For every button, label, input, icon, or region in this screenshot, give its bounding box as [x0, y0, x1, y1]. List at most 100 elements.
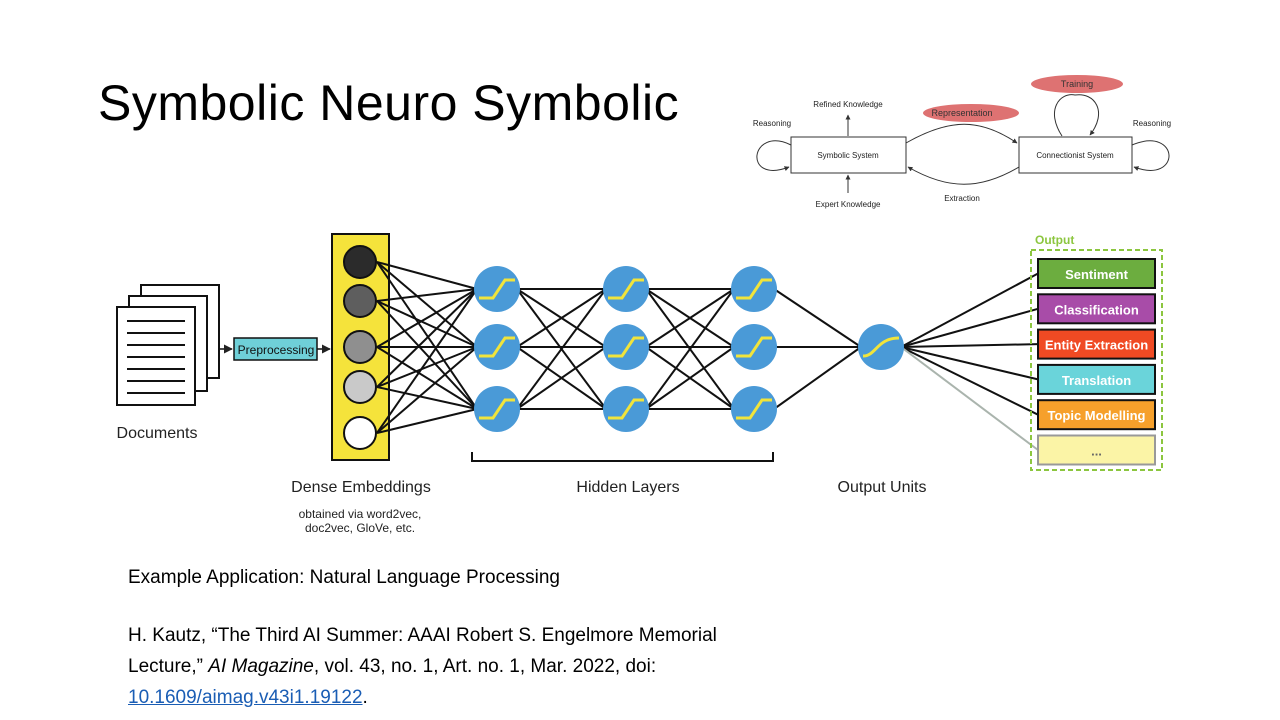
edge — [376, 346, 478, 388]
reasoning-right-loop — [1131, 140, 1170, 171]
citation-end: . — [362, 687, 368, 708]
output-edge — [900, 346, 1039, 451]
dense-embeddings-label: Dense Embeddings — [291, 479, 431, 496]
edge — [376, 300, 478, 410]
reasoning-right-label: Reasoning — [1133, 119, 1171, 128]
relu-curve — [608, 398, 644, 420]
edge — [516, 288, 607, 410]
symbolic-system-box — [790, 136, 907, 174]
neuro-symbolic-loop-diagram: Training Representation Symbolic System … — [753, 75, 1171, 209]
output-box — [1037, 363, 1156, 395]
output-header: Output — [1035, 233, 1074, 247]
representation-arrow — [905, 123, 1018, 144]
edge — [773, 288, 862, 348]
output-box-label: Sentiment — [1065, 267, 1129, 282]
hidden-node — [603, 324, 649, 370]
connectionist-system-label: Connectionist System — [1036, 151, 1114, 160]
output-box — [1037, 434, 1156, 466]
edge — [376, 288, 478, 388]
output-box-label: Entity Extraction — [1045, 338, 1148, 353]
documents-label: Documents — [117, 425, 198, 442]
hidden-node — [603, 386, 649, 432]
hidden-node — [731, 386, 777, 432]
output-edge — [900, 346, 1039, 381]
representation-label: Representation — [931, 108, 992, 118]
embedding-node — [343, 245, 377, 279]
edge — [376, 288, 478, 434]
symbolic-system-label: Symbolic System — [817, 151, 879, 160]
hidden-layers-bracket — [471, 452, 774, 462]
documents-icon — [116, 284, 220, 406]
edge — [516, 288, 607, 348]
edge — [376, 288, 478, 348]
edge — [645, 288, 735, 410]
network-nodes — [474, 266, 904, 432]
edge — [376, 261, 478, 290]
edge — [376, 346, 478, 434]
representation-bubble — [923, 104, 1019, 122]
embedding-node — [343, 416, 377, 450]
hidden-node — [474, 266, 520, 312]
diagram-canvas: Training Representation Symbolic System … — [116, 75, 1171, 535]
output-box — [1037, 399, 1156, 431]
relu-curve — [479, 278, 515, 300]
hidden-node — [474, 324, 520, 370]
output-unit-node — [858, 324, 904, 370]
reasoning-left-loop — [756, 140, 792, 171]
preprocessing-label: Preprocessing — [238, 343, 315, 357]
embeddings-note-line1: obtained via word2vec, — [299, 507, 422, 521]
training-loop — [1053, 94, 1100, 137]
extraction-arrow — [907, 166, 1020, 185]
hidden-node — [603, 266, 649, 312]
edge — [645, 346, 735, 410]
edge — [376, 408, 478, 434]
connectionist-system-box — [1018, 136, 1133, 174]
slide-title: Symbolic Neuro Symbolic — [98, 75, 680, 131]
output-box-label: Translation — [1062, 373, 1131, 388]
sigmoid-curve — [862, 336, 900, 358]
embedding-node — [343, 284, 377, 318]
edge — [376, 346, 478, 410]
output-edge — [900, 346, 1039, 416]
output-edge — [900, 272, 1039, 348]
output-box — [1037, 328, 1156, 360]
relu-curve — [608, 278, 644, 300]
edge — [376, 261, 478, 348]
embedding-node — [343, 330, 377, 364]
output-box-label: ... — [1091, 444, 1102, 459]
output-box — [1037, 293, 1156, 325]
embedding-node — [343, 370, 377, 404]
output-panel — [1030, 249, 1163, 471]
training-bubble — [1031, 75, 1123, 93]
embeddings-note-line2: doc2vec, GloVe, etc. — [305, 521, 415, 535]
edge — [376, 261, 478, 410]
doi-link[interactable]: 10.1609/aimag.v43i1.19122 — [128, 687, 363, 708]
relu-curve — [479, 398, 515, 420]
hidden-node — [731, 324, 777, 370]
embedding-nodes — [343, 245, 377, 450]
citation-part1: H. Kautz, “The Third AI Summer: AAAI Rob… — [128, 625, 717, 677]
edge — [773, 346, 862, 410]
relu-curve — [608, 336, 644, 358]
relu-curve — [479, 336, 515, 358]
network-edges — [376, 261, 1039, 451]
example-application-text: Example Application: Natural Language Pr… — [128, 567, 560, 588]
expert-knowledge-label: Expert Knowledge — [816, 200, 881, 209]
refined-knowledge-label: Refined Knowledge — [813, 100, 883, 109]
hidden-node — [731, 266, 777, 312]
training-label: Training — [1061, 79, 1093, 89]
output-units-label: Output Units — [838, 479, 927, 496]
hidden-node — [474, 386, 520, 432]
extraction-label: Extraction — [944, 194, 980, 203]
edge — [376, 300, 478, 348]
citation-journal: AI Magazine — [208, 656, 314, 677]
output-box-label: Classification — [1054, 302, 1139, 317]
output-edge — [900, 343, 1039, 348]
hidden-layers-label: Hidden Layers — [576, 479, 679, 496]
citation: H. Kautz, “The Third AI Summer: AAAI Rob… — [128, 620, 768, 713]
reasoning-left-label: Reasoning — [753, 119, 791, 128]
edge — [645, 288, 735, 348]
edge — [376, 386, 478, 410]
edge — [516, 346, 607, 410]
